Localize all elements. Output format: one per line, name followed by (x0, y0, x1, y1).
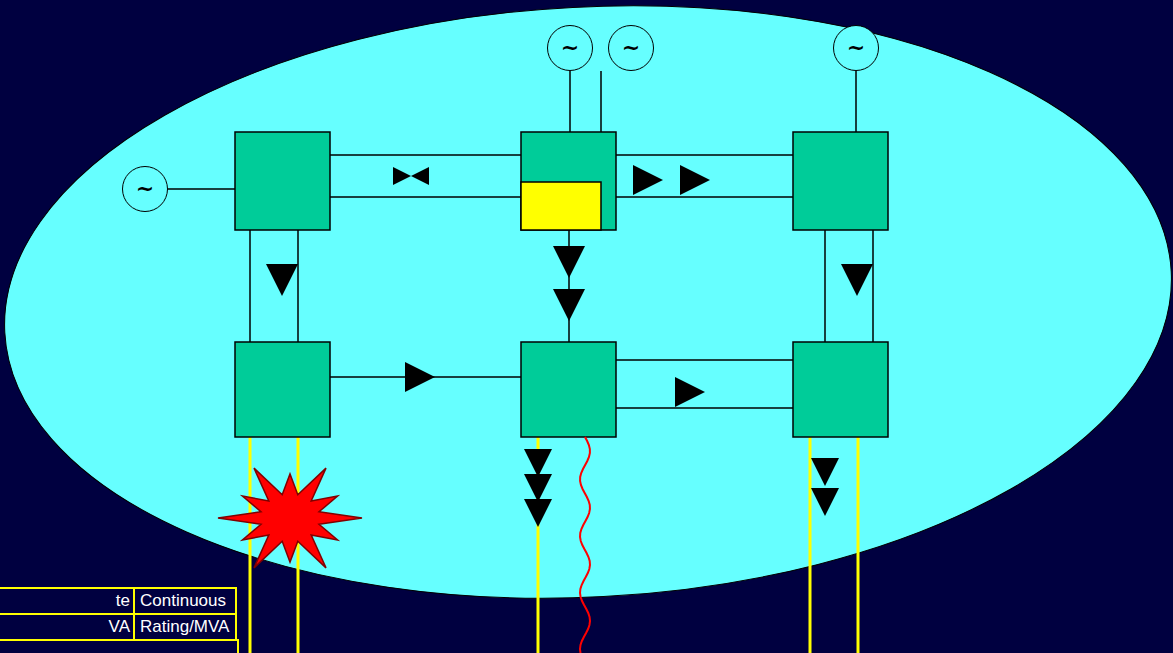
table-cell: te (0, 587, 137, 615)
substation (235, 342, 330, 437)
flow-arrow (524, 499, 552, 527)
highlight-block (521, 182, 601, 230)
table-cell: Rating/MVA (133, 613, 237, 641)
substation (521, 132, 616, 230)
flow-arrow (633, 165, 663, 195)
flow-arrow (524, 474, 552, 502)
flow-arrows (266, 165, 873, 527)
flow-arrow (393, 167, 411, 185)
fault-wave (580, 437, 590, 653)
flow-arrow (841, 264, 873, 296)
flow-arrow (524, 449, 552, 477)
flow-arrow (811, 458, 839, 486)
flow-arrow (811, 488, 839, 516)
fault-burst (218, 468, 362, 568)
table-row (0, 639, 239, 653)
flow-arrow (680, 165, 710, 195)
generator-symbol: ~ (847, 37, 865, 59)
network-region (0, 0, 1173, 627)
substation (521, 342, 616, 437)
generator-circle: ~ (547, 25, 593, 71)
generator-circle: ~ (608, 25, 654, 71)
generator-symbol: ~ (561, 37, 579, 59)
substation (793, 132, 888, 230)
substation (793, 342, 888, 437)
substation (235, 132, 330, 230)
flow-arrow (675, 377, 705, 407)
generator-symbol: ~ (136, 178, 154, 200)
flow-arrow (553, 246, 585, 278)
table-cell: Continuous (133, 587, 237, 615)
feeders (250, 437, 858, 653)
flow-arrow (266, 264, 298, 296)
substations (235, 132, 888, 437)
table-cell: VA (0, 613, 137, 641)
generator-symbol: ~ (622, 37, 640, 59)
generator-circle: ~ (122, 166, 168, 212)
flow-arrow (411, 167, 429, 185)
flow-arrow (405, 362, 435, 392)
flow-arrow (553, 289, 585, 321)
generator-circle: ~ (833, 25, 879, 71)
